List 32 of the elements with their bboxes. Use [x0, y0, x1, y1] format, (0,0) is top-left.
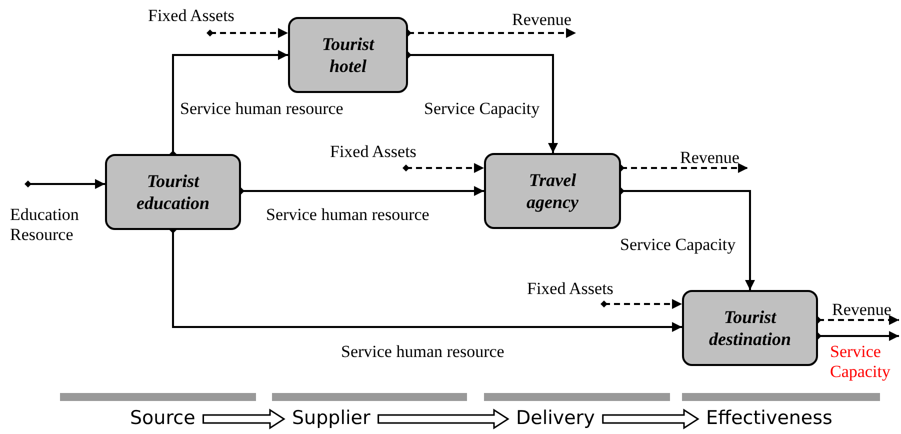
- edge-label: Revenue: [680, 148, 740, 168]
- edge-label: Education Resource: [10, 205, 80, 245]
- stage-label: Supplier: [292, 405, 370, 431]
- edge-label: Service human resource: [180, 99, 344, 119]
- stage-label: Delivery: [516, 405, 595, 431]
- stage-label: Effectiveness: [706, 405, 832, 431]
- process-box: [288, 17, 408, 93]
- edge-label: Fixed Assets: [330, 142, 416, 162]
- node-title: Tourist hotel: [320, 33, 376, 77]
- edge-label: Service Capacity: [424, 99, 540, 119]
- edge-label: Fixed Assets: [148, 6, 234, 26]
- dashed-arrow: [402, 163, 484, 173]
- dashed-arrow: [206, 28, 288, 38]
- process-box: [105, 154, 241, 230]
- edge-label: Service human resource: [266, 205, 430, 225]
- stage-label: Source: [130, 405, 196, 431]
- edge-label: Service human resource: [341, 342, 504, 362]
- node-title: Travel agency: [526, 169, 580, 213]
- process-box: [682, 290, 818, 366]
- block-arrow: [602, 408, 700, 430]
- process-box: [484, 153, 621, 229]
- node-title: Tourist education: [135, 170, 210, 214]
- edge-label: Service Capacity: [830, 342, 892, 382]
- dashed-arrow: [600, 299, 682, 309]
- edge-label: Service Capacity: [620, 235, 736, 255]
- edge-label: Revenue: [512, 10, 572, 30]
- edge-label: Revenue: [832, 300, 892, 320]
- edge-label: Fixed Assets: [527, 279, 614, 299]
- block-arrow: [202, 408, 286, 430]
- arrow: [24, 179, 105, 189]
- block-arrow: [378, 408, 510, 430]
- node-title: Tourist destination: [708, 306, 792, 350]
